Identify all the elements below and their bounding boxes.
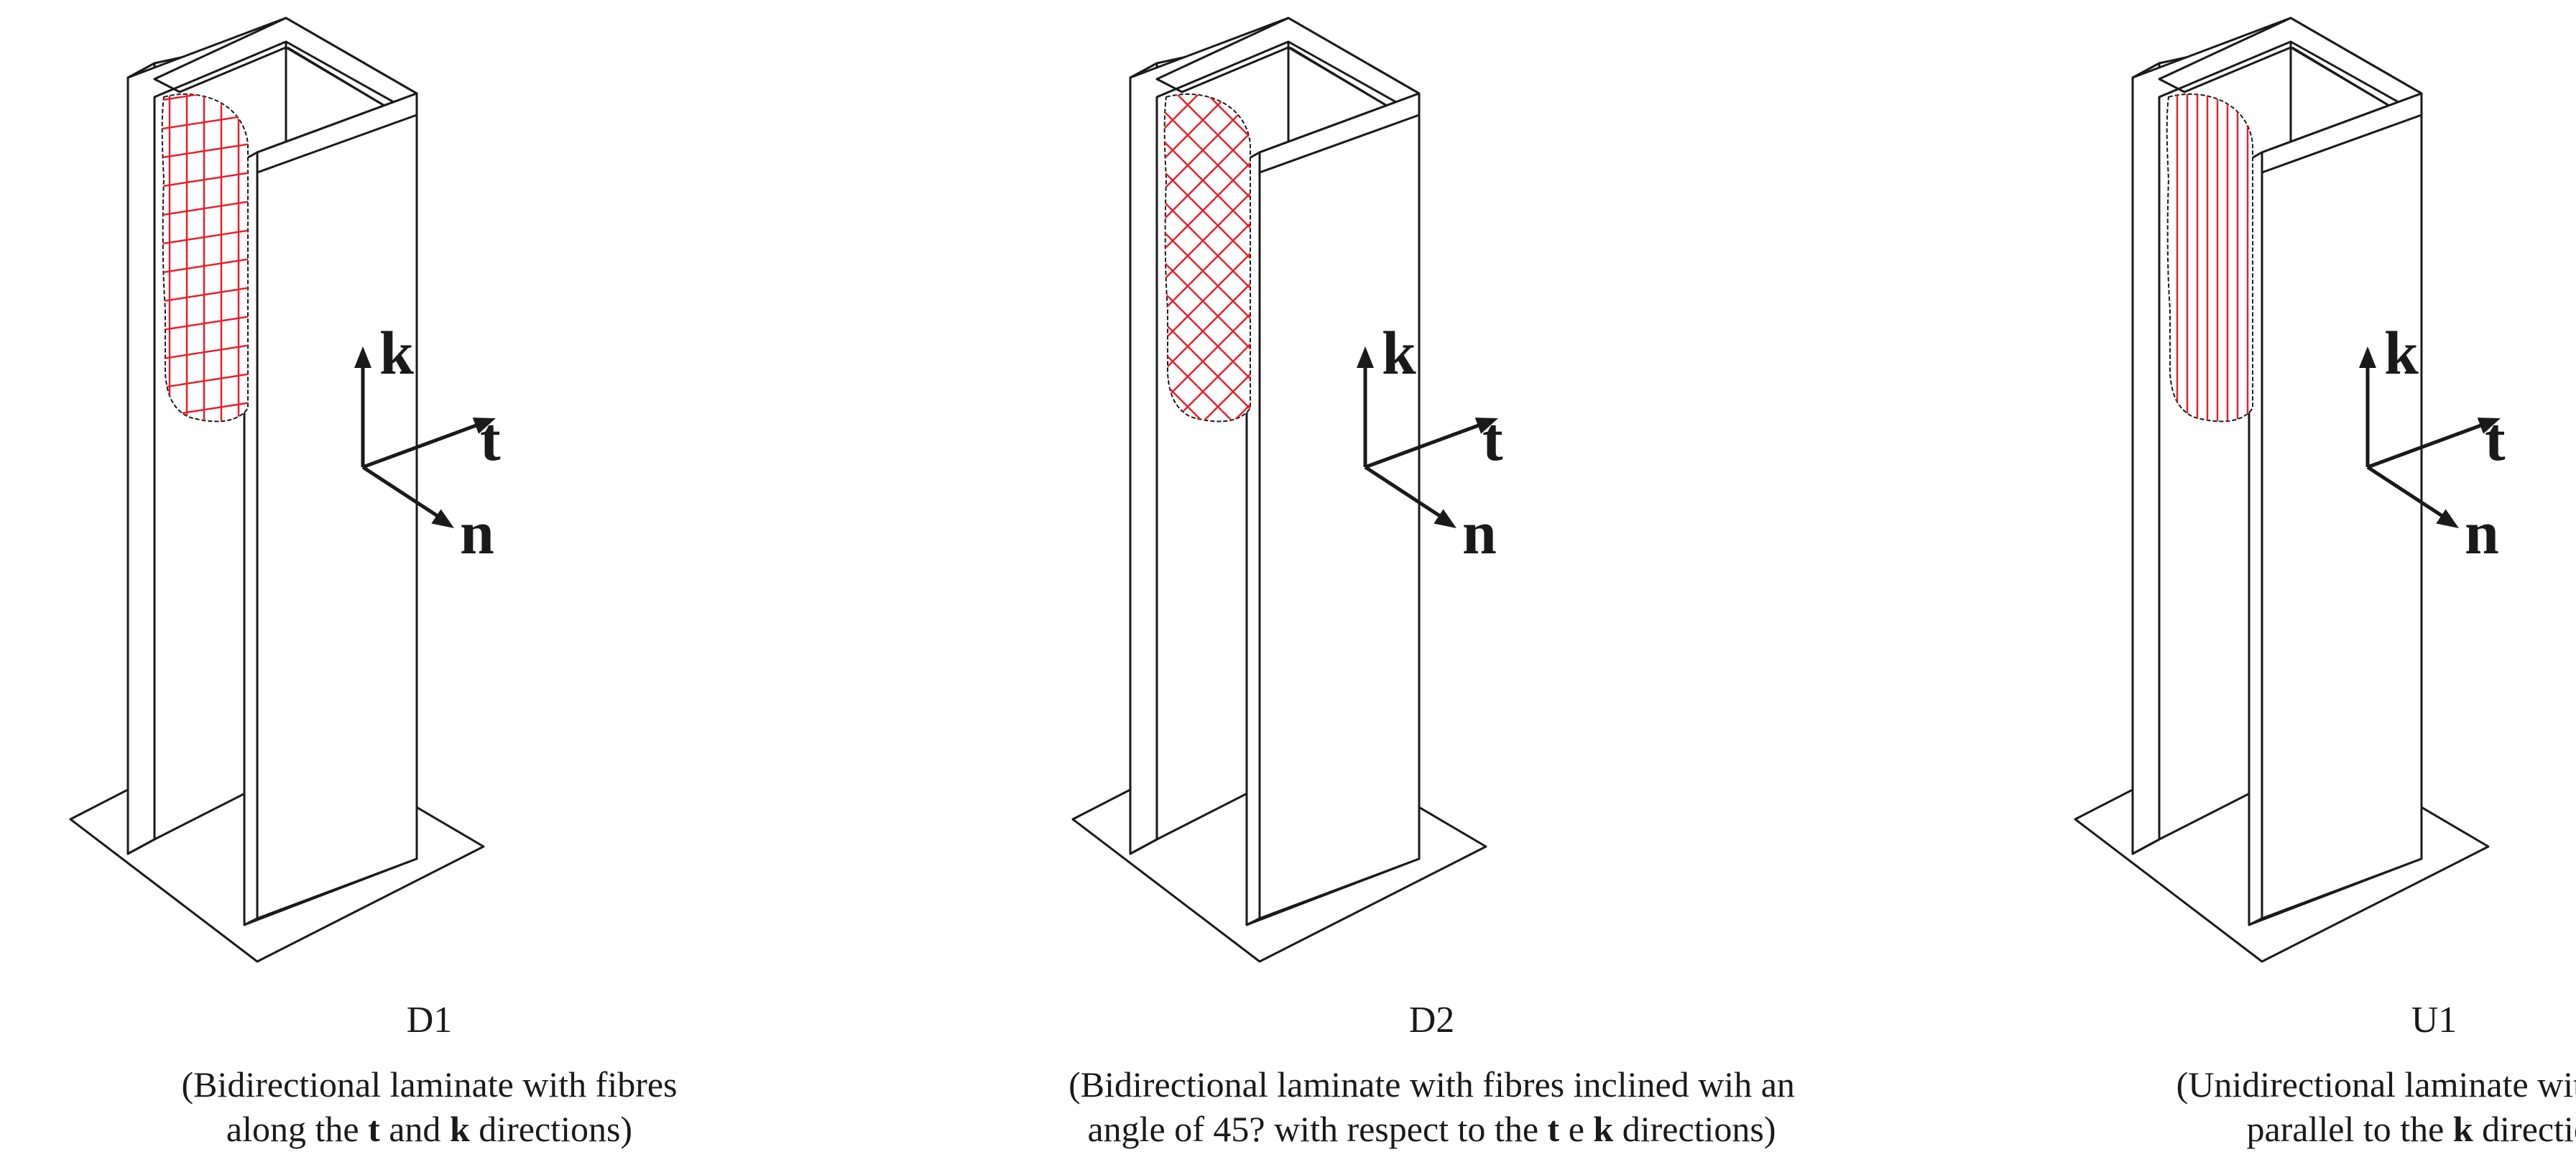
panel-title: D2 [1408, 1000, 1455, 1041]
fibre-line-horizontal [162, 200, 248, 217]
front-web-face [1258, 92, 1421, 920]
caption-axis-k: k [1593, 1109, 1614, 1149]
fibre-line-horizontal [162, 229, 248, 246]
fibre-lines [162, 94, 248, 422]
fibre-line-horizontal [162, 142, 248, 160]
front-web-top [2261, 92, 2423, 174]
axis-t-line [362, 422, 481, 469]
axis-label-k: k [1382, 318, 1416, 387]
front-web-top [256, 92, 418, 174]
caption-line-2: along the t and k directions) [0, 1107, 859, 1151]
axis-t-line [2367, 422, 2485, 469]
caption-line-1: (Unidirectional laminate with fibers [2176, 1064, 2576, 1105]
caption-axis-k: k [449, 1109, 470, 1149]
fibre-line-diag-b [1164, 123, 1250, 239]
fibre-line-horizontal [162, 372, 248, 389]
fibre-line-diag-b [1146, 0, 1261, 27]
fibre-line-diag-b [1164, 94, 1250, 179]
fibre-line-diag-a [1146, 0, 1261, 26]
fibre-line-horizontal [162, 315, 248, 332]
caption-axis-k: k [2452, 1109, 2473, 1149]
fibre-lines [2176, 94, 2249, 422]
fibre-line-diag-a [1164, 94, 1250, 147]
axis-label-n: n [460, 498, 494, 567]
axis-n-line [361, 465, 441, 520]
axis-label-k: k [379, 318, 414, 387]
axis-k-arrowhead [354, 346, 371, 368]
column-drawing-u1: ktn [2074, 17, 2506, 963]
axis-t-arrowhead [2477, 418, 2501, 434]
front-web-top [1258, 92, 1421, 174]
axis-n-arrowhead [1434, 509, 1456, 528]
fibre-line-diag-b [1164, 94, 1250, 209]
fibre-line-diag-a [1164, 94, 1250, 178]
fibre-line-horizontal [162, 344, 248, 361]
axis-t-arrowhead [1474, 418, 1498, 434]
axis-n-arrowhead [431, 509, 454, 528]
fibre-line-horizontal [162, 114, 248, 131]
fibre-line-diag-a [1164, 333, 1250, 422]
fibre-line-horizontal [162, 171, 248, 188]
caption-axis-t: t [368, 1109, 380, 1149]
caption-text: along the [226, 1109, 369, 1149]
caption-text: angle of 45? with respect to the [1087, 1109, 1548, 1149]
inner-top-edge [2291, 46, 2393, 109]
front-web-face [256, 92, 418, 920]
axis-n-arrowhead [2436, 509, 2459, 528]
fibre-line-diag-a [1164, 393, 1250, 422]
axis-label-t: t [2485, 405, 2506, 474]
caption-text: directions) [469, 1109, 633, 1149]
fibre-line-horizontal [162, 257, 248, 275]
caption-line-1: (Bidirectional laminate with fibres [181, 1064, 678, 1105]
caption-text: and [379, 1109, 450, 1149]
axis-k-arrowhead [1357, 346, 1374, 368]
inner-top-edge [287, 46, 389, 109]
caption-text: direction) [2482, 1109, 2576, 1149]
caption-axis-t: t [1547, 1109, 1560, 1149]
caption-text: directions) [1613, 1109, 1776, 1149]
caption-text: e [1559, 1109, 1594, 1149]
caption-line-2: angle of 45? with respect to the t e k d… [1002, 1107, 1861, 1151]
axis-label-t: t [1482, 405, 1503, 474]
axis-label-n: n [1462, 498, 1497, 567]
front-web-face [2261, 92, 2423, 920]
fibre-line-horizontal [162, 94, 248, 102]
axis-n-line [1364, 465, 1444, 520]
column-drawing-d1: ktn [69, 17, 501, 963]
panel-u1: ktn U1 (Unidirectional laminate with fib… [2005, 0, 2576, 1157]
axis-t-arrowhead [472, 418, 496, 434]
fibre-patch [1163, 93, 1251, 423]
axis-n-line [2366, 465, 2446, 520]
axis-t-line [1365, 422, 1483, 469]
axis-k-arrowhead [2359, 346, 2376, 368]
caption-line-2: parallel to the k direction) [2005, 1107, 2576, 1151]
column-drawing-d2: ktn [1071, 0, 1503, 963]
panel-title: D1 [406, 1000, 453, 1041]
inner-top-edge [1289, 46, 1391, 109]
fibre-line-diag-b [1164, 94, 1250, 149]
axis-label-k: k [2384, 318, 2419, 387]
caption-text: parallel to the [2246, 1109, 2453, 1149]
caption-line-1: (Bidirectional laminate with fibres incl… [1068, 1064, 1795, 1105]
panel-title: U1 [2411, 1000, 2457, 1041]
fibre-patch [161, 93, 249, 423]
axis-label-n: n [2465, 498, 2499, 567]
fibre-line-horizontal [162, 286, 248, 303]
axis-label-t: t [480, 405, 501, 474]
fibre-patch [2166, 93, 2253, 423]
